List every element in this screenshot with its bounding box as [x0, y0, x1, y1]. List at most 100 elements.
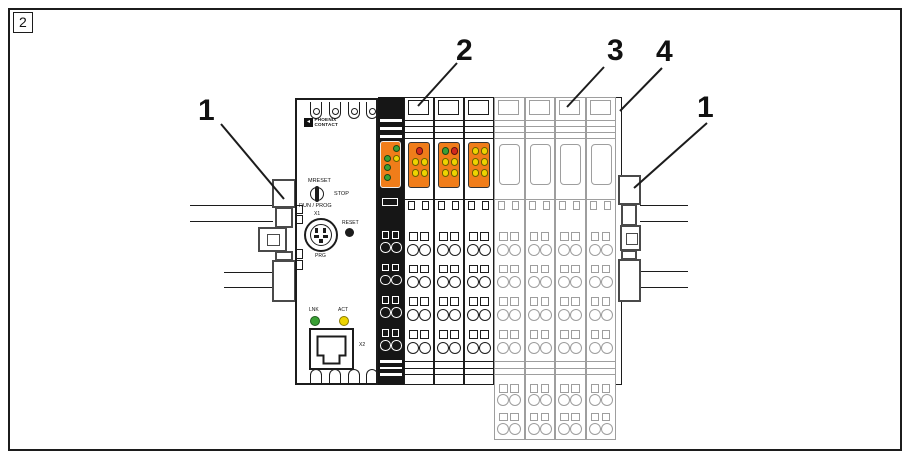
terminal-circle — [588, 422, 601, 435]
led-panel — [437, 142, 460, 188]
module-top-tab — [468, 100, 489, 115]
module-ridge-line — [586, 138, 615, 139]
module-ridge-line — [435, 138, 463, 139]
terminal-circle — [419, 308, 431, 321]
led-yellow — [441, 158, 449, 166]
terminal-square — [480, 297, 489, 306]
led-red — [450, 147, 458, 155]
terminal-square — [420, 330, 429, 339]
mreset-label: MRESET — [308, 178, 331, 184]
terminal-circle — [539, 243, 552, 256]
module-footer-line — [586, 374, 615, 375]
terminal-square — [499, 264, 508, 274]
module-footer-line — [586, 367, 615, 369]
module-ridge-line — [495, 126, 524, 127]
terminal-circle — [407, 243, 419, 256]
terminal-square — [381, 263, 389, 272]
latch-line — [495, 199, 524, 200]
release-latch — [408, 201, 415, 210]
housing-edge-detail — [296, 205, 303, 214]
act-led — [339, 316, 349, 326]
terminal-circle — [467, 308, 479, 321]
bus-connector-stripe — [380, 135, 402, 138]
callout-2: 2 — [456, 34, 473, 67]
x2-label: X2 — [359, 342, 366, 348]
led-green — [383, 173, 391, 181]
terminal-square — [601, 264, 610, 274]
led-yellow — [411, 169, 419, 177]
terminal-circle — [527, 394, 540, 406]
clamp-top-block — [618, 175, 641, 205]
terminal-square — [499, 384, 508, 393]
terminal-circle — [479, 276, 491, 289]
terminal-circle — [558, 276, 570, 289]
callout-1-left: 1 — [198, 94, 215, 127]
terminal-square — [590, 330, 599, 339]
module-ridge-line — [465, 120, 493, 121]
terminal-square — [529, 264, 538, 274]
terminal-circle — [527, 276, 540, 289]
terminal-square — [499, 330, 508, 339]
terminal-square — [499, 412, 508, 421]
module-footer-line — [586, 361, 615, 362]
module-ridge-line — [525, 120, 554, 121]
led-yellow — [480, 158, 488, 166]
module-footer-line — [435, 374, 463, 375]
module-footer-line — [495, 374, 524, 375]
io-module — [434, 97, 464, 385]
release-latch — [468, 201, 475, 210]
terminal-square — [381, 231, 389, 239]
terminal-circle — [558, 422, 570, 435]
prg-label: PRG — [315, 253, 326, 259]
terminal-square — [571, 412, 580, 421]
vent-slot — [348, 102, 360, 119]
terminal-circle — [570, 394, 582, 406]
terminal-circle — [467, 276, 479, 289]
release-latch — [498, 201, 505, 210]
led-yellow — [441, 169, 449, 177]
terminal-square — [529, 384, 538, 393]
housing-edge-detail — [296, 260, 303, 270]
terminal-circle — [509, 341, 521, 354]
terminal-square — [571, 330, 580, 339]
terminal-circle — [509, 276, 521, 289]
terminal-circle — [558, 243, 570, 256]
clamp-step — [621, 204, 637, 226]
led-yellow — [411, 158, 419, 166]
terminal-circle — [539, 341, 552, 354]
module-ridge-line — [525, 138, 554, 139]
bus-led-panel — [380, 141, 401, 188]
blank-led-panel — [529, 144, 551, 185]
latch-line — [556, 199, 585, 200]
module-ridge-line — [465, 132, 493, 133]
terminal-circle — [588, 276, 601, 289]
figure-number: 2 — [13, 12, 33, 33]
terminal-square — [409, 297, 418, 306]
module-footer-line — [465, 361, 493, 362]
module-top-tab — [589, 100, 611, 115]
module-ridge-line — [556, 132, 585, 133]
terminal-circle — [570, 243, 582, 256]
module-ridge-line — [465, 126, 493, 127]
terminal-circle — [588, 394, 601, 406]
terminal-square — [590, 297, 599, 306]
latch-line — [465, 199, 493, 200]
terminal-circle — [419, 243, 431, 256]
callout-1-right: 1 — [697, 91, 714, 124]
led-yellow — [480, 147, 488, 155]
terminal-circle — [479, 341, 491, 354]
terminal-circle — [600, 422, 613, 435]
terminal-circle — [527, 422, 540, 435]
prg-pin — [313, 235, 319, 238]
terminal-circle — [509, 394, 521, 406]
release-latch — [438, 201, 445, 210]
terminal-square — [391, 263, 399, 272]
planned-module — [524, 97, 555, 440]
release-latch — [573, 201, 580, 210]
terminal-square — [571, 297, 580, 306]
led-yellow — [471, 169, 479, 177]
module-ridge-line — [556, 120, 585, 121]
terminal-square — [469, 297, 478, 306]
release-latch — [452, 201, 459, 210]
